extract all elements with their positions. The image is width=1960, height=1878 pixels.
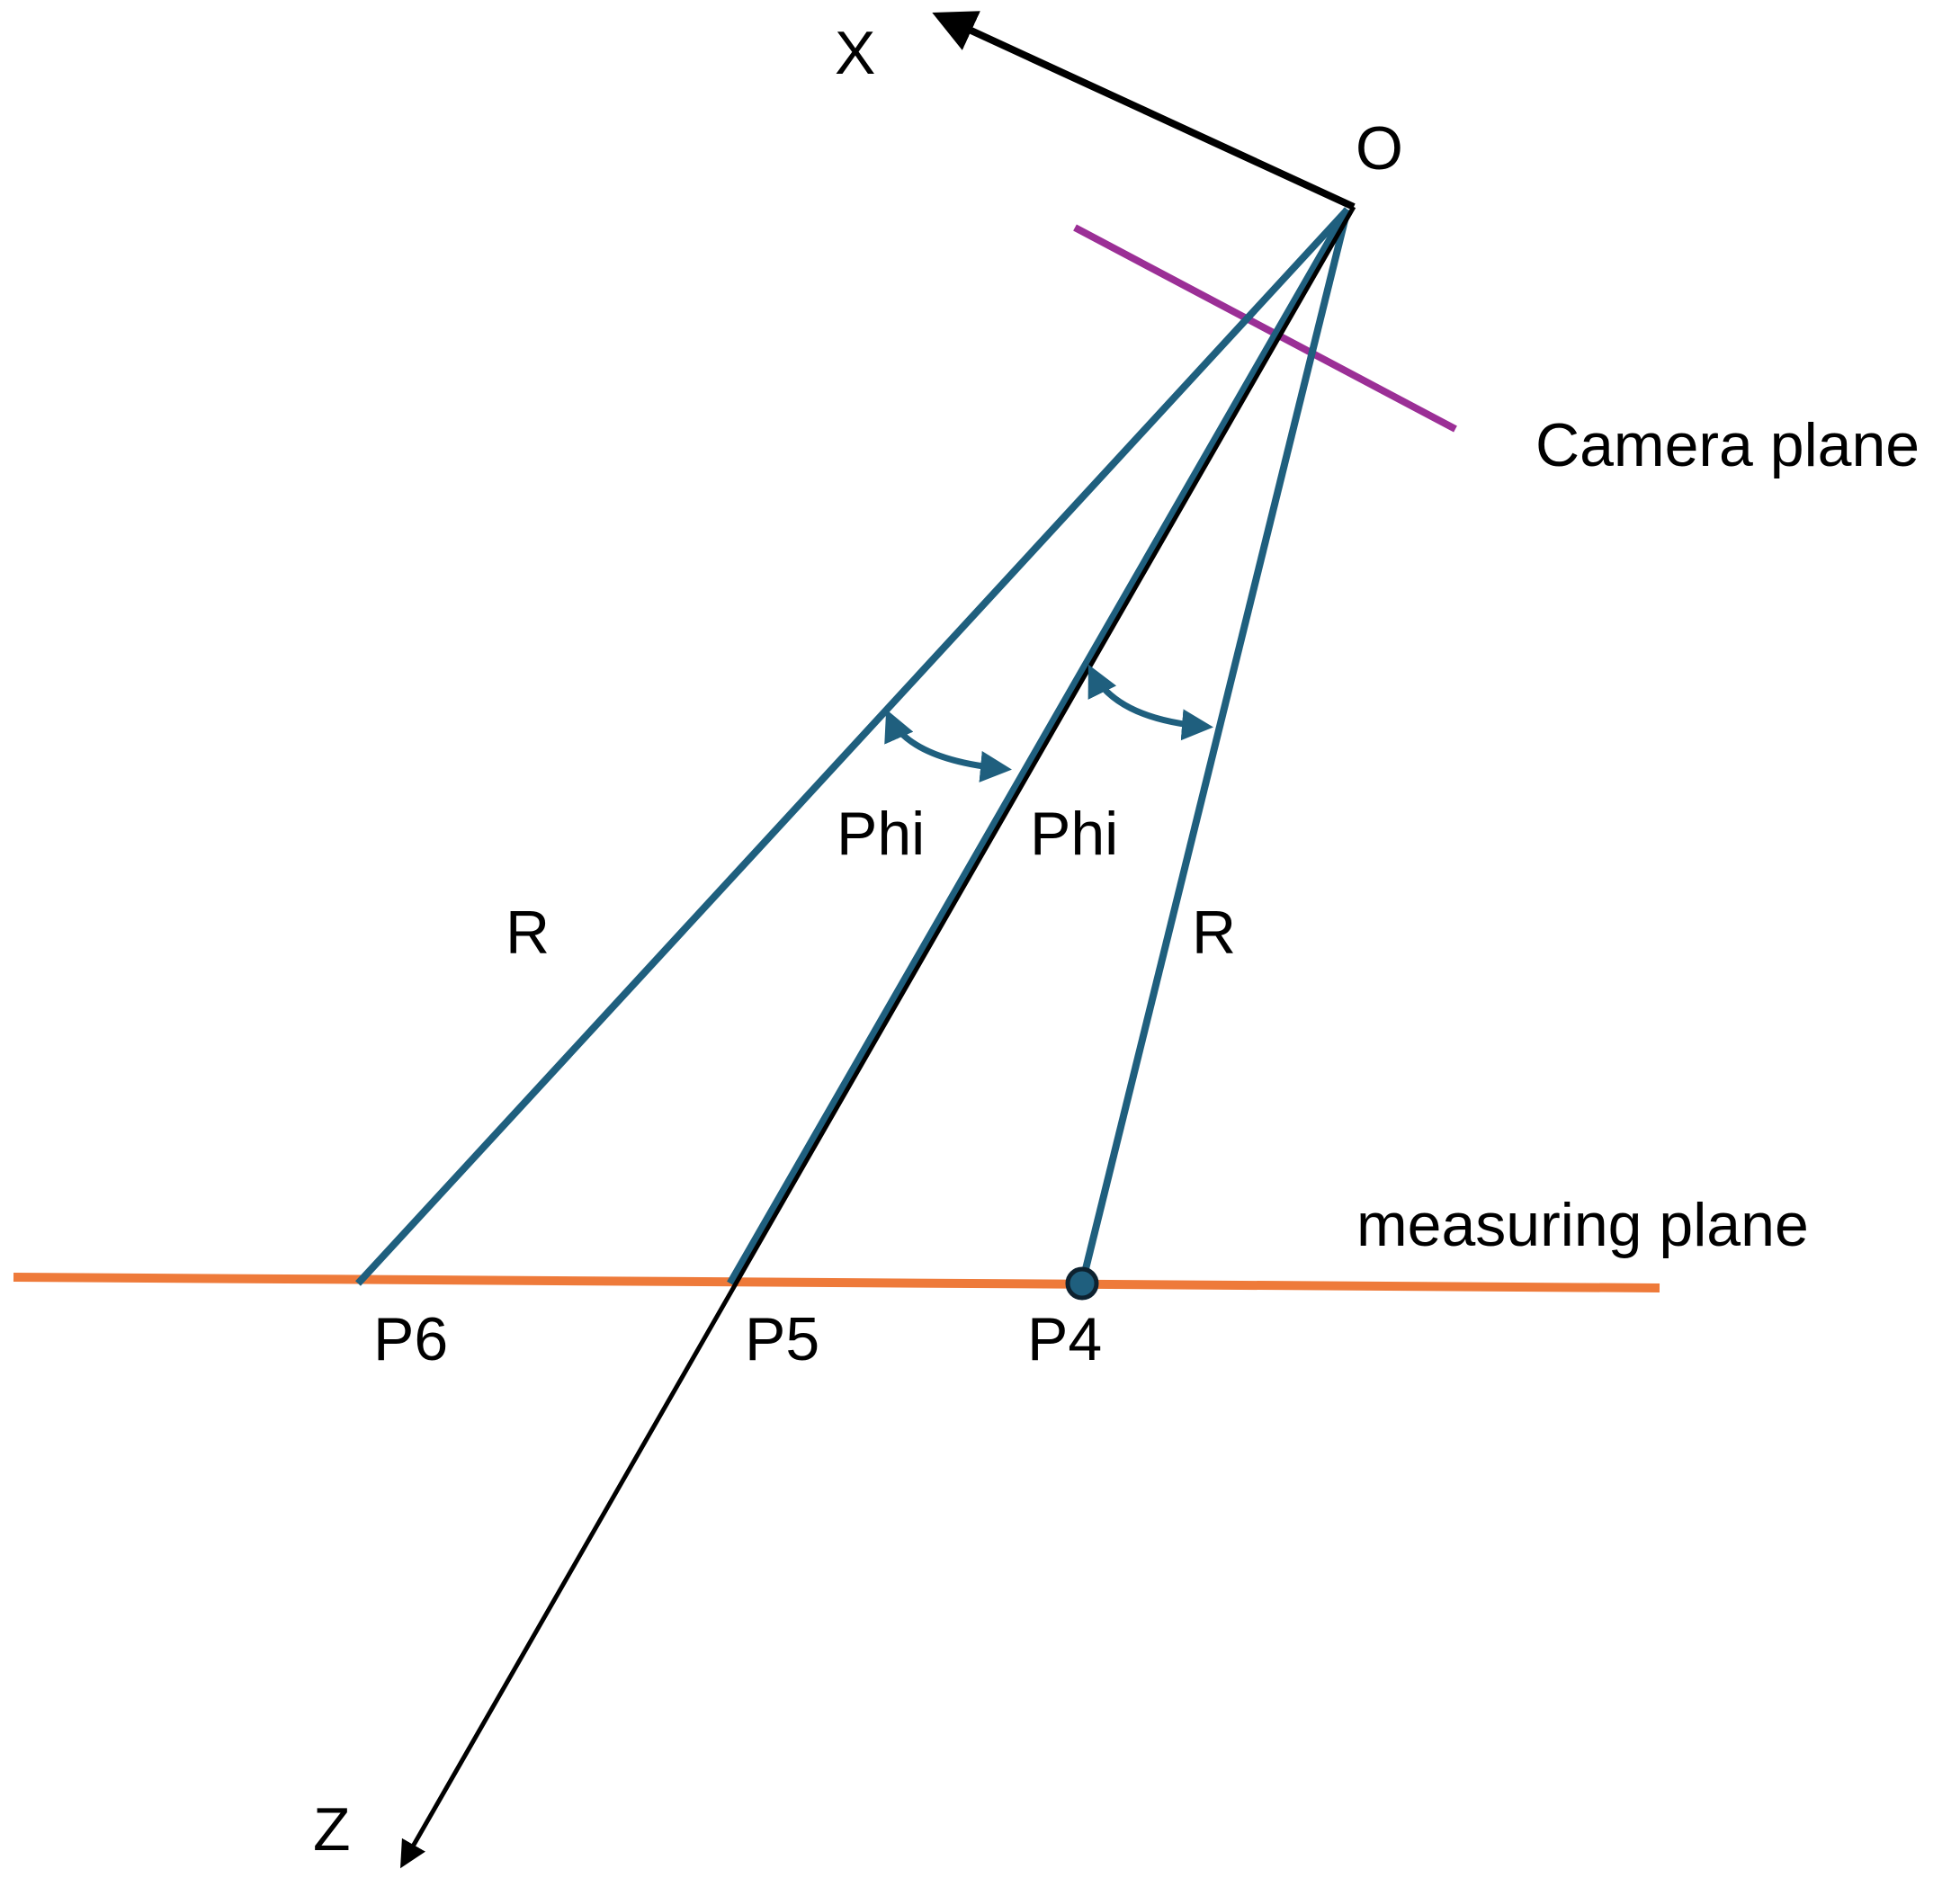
x-axis-arrow	[932, 11, 1356, 210]
p4-label: P4	[1027, 1305, 1102, 1373]
x-axis-label: X	[835, 19, 875, 87]
phi-arc-right	[1087, 664, 1213, 741]
camera-plane-label: Camera plane	[1535, 411, 1920, 479]
phi-arc-left	[884, 709, 1012, 782]
ray-o-p6	[355, 207, 1350, 1286]
origin-label: O	[1356, 114, 1403, 183]
r-label-right: R	[1192, 899, 1236, 967]
p5-label: P5	[745, 1305, 819, 1373]
z-axis-arrow	[400, 205, 1356, 1869]
measuring-plane-line	[13, 1273, 1660, 1292]
p6-label: P6	[373, 1305, 448, 1373]
r-label-left: R	[506, 899, 550, 967]
ray-o-p5	[727, 207, 1351, 1286]
camera-plane-line	[1073, 224, 1457, 433]
measuring-plane-label: measuring plane	[1356, 1191, 1809, 1259]
p4-point-marker	[1065, 1266, 1099, 1301]
phi-label-left: Phi	[837, 800, 925, 868]
z-axis-label: Z	[313, 1795, 351, 1864]
ray-o-p4	[1078, 209, 1351, 1284]
phi-label-right: Phi	[1030, 800, 1118, 868]
